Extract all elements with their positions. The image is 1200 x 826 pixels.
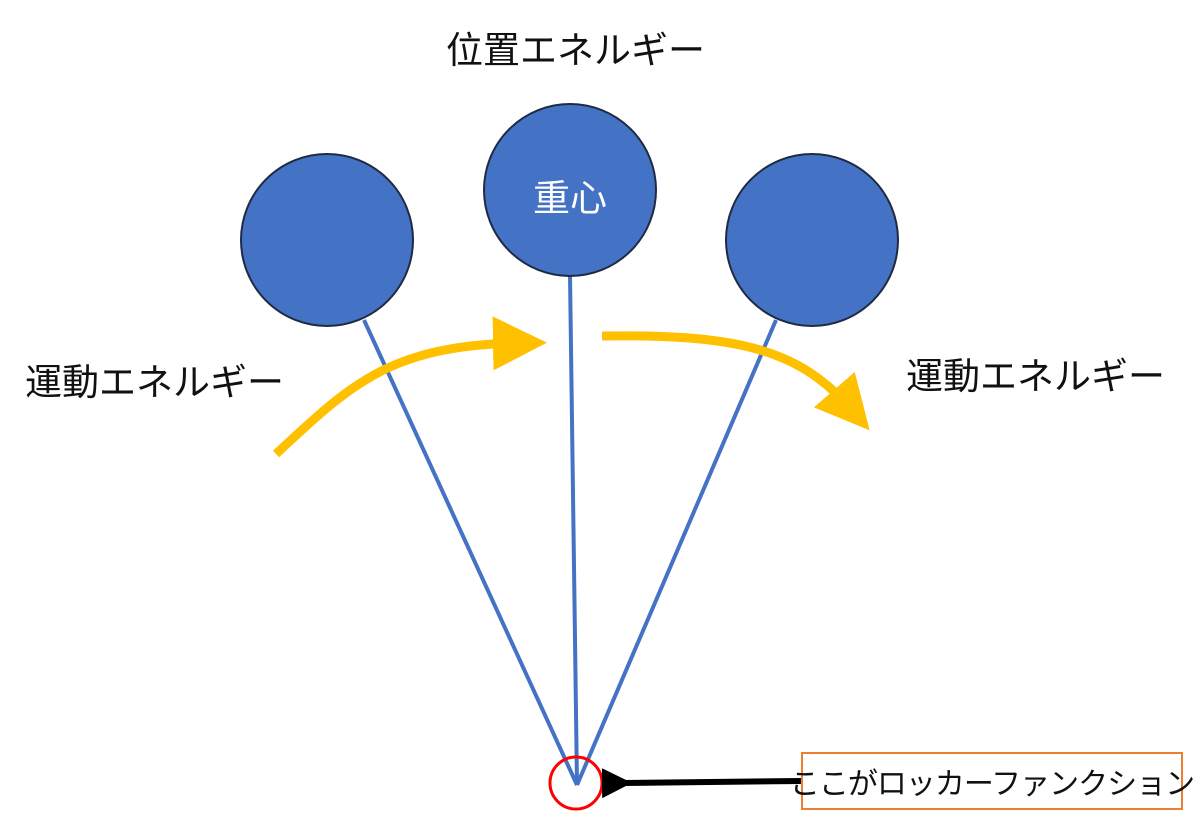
rod-left xyxy=(362,319,579,786)
ball-right xyxy=(725,153,899,327)
callout-box: ここがロッカーファンクション xyxy=(790,752,1195,810)
pointer-arrow xyxy=(601,768,802,799)
rod-right xyxy=(575,319,778,786)
motion-arrow-right xyxy=(601,331,870,431)
motion-arrow-left xyxy=(272,316,547,458)
rod-center xyxy=(568,274,579,786)
ball-left xyxy=(240,153,414,327)
center-of-gravity-label: 重心 xyxy=(533,177,607,220)
kinetic-energy-left-label: 運動エネルギー xyxy=(25,361,284,404)
callout-text: ここがロッカーファンクション xyxy=(789,767,1195,802)
potential-energy-label: 位置エネルギー xyxy=(446,29,705,72)
kinetic-energy-right-label: 運動エネルギー xyxy=(906,355,1165,398)
ball-center xyxy=(483,103,657,277)
